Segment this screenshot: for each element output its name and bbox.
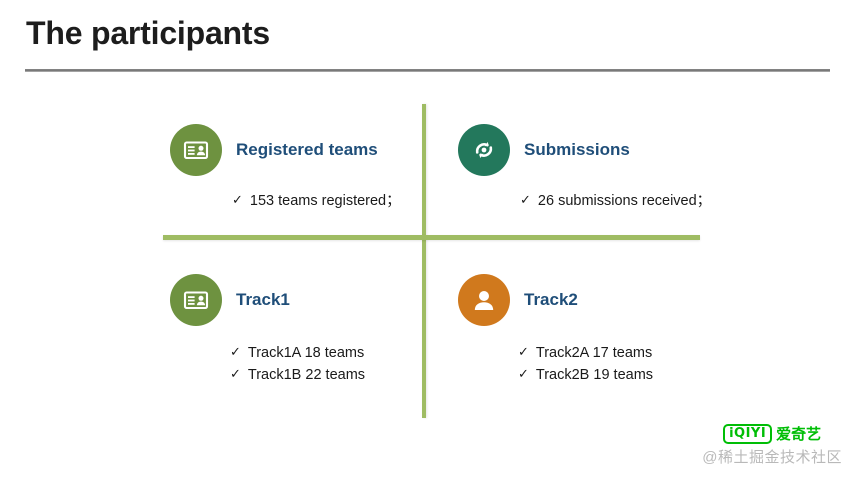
list-item-label: 153 teams registered； [249, 193, 401, 209]
id-badge-icon [170, 124, 222, 176]
bullet-list: ✓ Track1A 18 teams ✓ Track1B 22 teams [170, 342, 365, 386]
quadrant-header: Track2 [458, 274, 653, 326]
quadrant-title: Registered teams [236, 140, 378, 159]
quadrant-track2: Track2 ✓ Track2A 17 teams ✓ Track2B 19 t… [458, 274, 653, 386]
list-item-label: Track1A 18 teams [247, 345, 365, 361]
quadrant-submissions: Submissions ✓ 26 submissions received； [458, 124, 711, 212]
list-item: ✓ 26 submissions received； [520, 190, 711, 212]
bullet-list: ✓ 26 submissions received； [458, 190, 711, 212]
watermark: iQIYI 爱奇艺 @稀土掘金技术社区 [702, 424, 842, 467]
quadrant-title: Submissions [524, 140, 630, 159]
quadrant-registered-teams: Registered teams ✓ 153 teams registered； [170, 124, 401, 212]
list-item-label: Track2A 17 teams [535, 345, 653, 361]
quadrant-title: Track1 [236, 290, 290, 309]
horizontal-divider [163, 235, 700, 240]
id-badge-icon [170, 274, 222, 326]
list-item: ✓ Track2B 19 teams [518, 364, 653, 386]
check-icon: ✓ [520, 192, 531, 207]
list-item: ✓ Track1A 18 teams [230, 342, 365, 364]
list-item: ✓ 153 teams registered； [232, 190, 401, 212]
bullet-list: ✓ Track2A 17 teams ✓ Track2B 19 teams [458, 342, 653, 386]
quadrant-header: Track1 [170, 274, 365, 326]
quadrant-header: Submissions [458, 124, 711, 176]
list-item-label: Track2B 19 teams [535, 367, 654, 384]
list-item-label: 26 submissions received； [537, 193, 712, 209]
check-icon: ✓ [232, 192, 243, 207]
watermark-text: @稀土掘金技术社区 [702, 449, 842, 466]
check-icon: ✓ [518, 366, 529, 382]
quadrant-track1: Track1 ✓ Track1A 18 teams ✓ Track1B 22 t… [170, 274, 365, 386]
iqiyi-logo: iQIYI 爱奇艺 [723, 424, 821, 444]
quadrant-title: Track2 [524, 290, 578, 309]
iqiyi-logo-badge: iQIYI [723, 424, 773, 444]
vertical-divider [422, 104, 426, 418]
person-icon [458, 274, 510, 326]
check-icon: ✓ [230, 366, 241, 382]
page-title: The participants [26, 15, 270, 51]
list-item: ✓ Track1B 22 teams [230, 364, 365, 386]
bullet-list: ✓ 153 teams registered； [170, 190, 401, 212]
quadrant-header: Registered teams [170, 124, 401, 176]
iqiyi-logo-cn-text: 爱奇艺 [776, 425, 822, 443]
title-underline-rule [25, 69, 830, 72]
refresh-cycle-icon [458, 124, 510, 176]
check-icon: ✓ [518, 344, 529, 359]
list-item: ✓ Track2A 17 teams [518, 342, 653, 364]
list-item-label: Track1B 22 teams [247, 367, 366, 384]
check-icon: ✓ [230, 344, 241, 359]
